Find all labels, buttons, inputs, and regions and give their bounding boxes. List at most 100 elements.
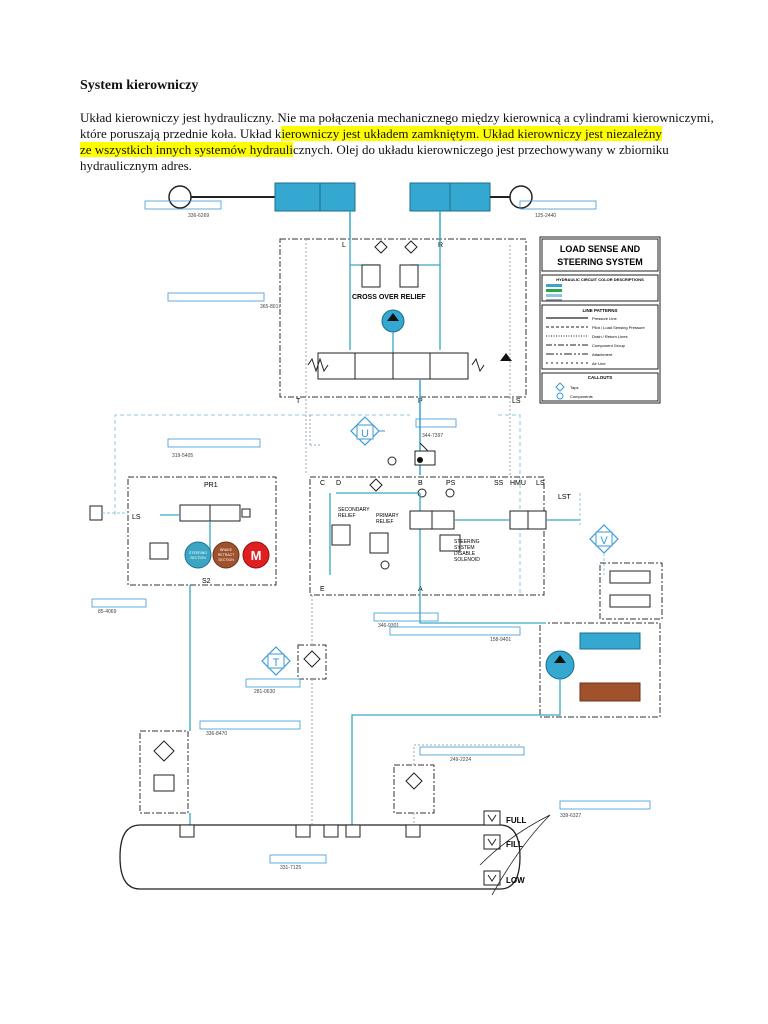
level-sensor-fill: FILL: [483, 834, 523, 850]
secondary-relief-label: SECONDARY: [338, 507, 370, 513]
disable-solenoid-label-4: SOLENOID: [454, 557, 480, 563]
port-hmu-label: HMU: [510, 480, 526, 487]
svg-text:Pilot / Load Sensing Pressure: Pilot / Load Sensing Pressure: [592, 325, 645, 330]
part-number: 346-9301: [378, 623, 399, 629]
hydraulic-tank: [119, 824, 521, 890]
port-ls-label: LS: [512, 398, 521, 405]
svg-text:STEERING: STEERING: [189, 551, 207, 555]
port-ls2-label: LS: [536, 480, 545, 487]
port-ss-label: SS: [494, 480, 504, 487]
part-tag: [167, 292, 265, 302]
part-number: 158-9401: [490, 637, 511, 643]
svg-text:Pressure Line: Pressure Line: [592, 316, 617, 321]
svg-text:V: V: [600, 535, 608, 547]
part-number: 249-2224: [450, 757, 471, 763]
paragraph-text-2: cznych. Olej do układu kierowniczego jes…: [80, 142, 669, 173]
cross-over-relief-label: CROSS OVER RELIEF: [352, 294, 426, 301]
port-lst-label: LST: [558, 494, 572, 501]
legend-title-2: STEERING SYSTEM: [557, 257, 643, 267]
secondary-relief-valve: [331, 524, 351, 546]
pump-spring-chamber: [579, 682, 641, 702]
part-tag: [559, 800, 651, 810]
steering-section-pump: [184, 541, 212, 569]
svg-text:BRAKE: BRAKE: [220, 548, 233, 552]
part-number: 85-4069: [98, 609, 117, 615]
part-tag: [245, 678, 301, 688]
s2-label: S2: [202, 578, 211, 585]
right-steering-cylinder: [409, 182, 533, 212]
svg-text:FULL: FULL: [506, 816, 527, 825]
legend-panel: LOAD SENSE AND STEERING SYSTEM HYDRAULIC…: [539, 236, 661, 404]
port-c-label: C: [320, 480, 325, 487]
svg-text:Attachment: Attachment: [592, 352, 613, 357]
part-number: 281-0630: [254, 689, 275, 695]
suction-filter-group: [139, 730, 189, 814]
ls-left-label: LS: [132, 514, 141, 521]
part-tag: [199, 720, 301, 730]
svg-text:FILL: FILL: [506, 840, 523, 849]
electric-motor: [242, 541, 270, 569]
crossover-relief-group: [279, 238, 527, 398]
part-number: 336-8470: [206, 731, 227, 737]
svg-text:SECTION: SECTION: [190, 556, 206, 560]
svg-text:LOW: LOW: [506, 876, 525, 885]
svg-text:Drain / Return Lines: Drain / Return Lines: [592, 334, 628, 339]
primary-relief-label-2: RELIEF: [376, 519, 394, 525]
part-tag: [419, 746, 525, 756]
part-number: 365-8017: [260, 304, 281, 310]
part-number: 331-7125: [280, 865, 301, 871]
svg-text:M: M: [251, 548, 262, 563]
port-b-label: B: [418, 480, 423, 487]
part-number: 319-5405: [172, 453, 193, 459]
level-sensor-low: LOW: [483, 870, 525, 886]
svg-text:T: T: [273, 657, 280, 669]
part-tag: [167, 438, 261, 448]
svg-text:Components: Components: [570, 394, 593, 399]
secondary-relief-label-2: RELIEF: [338, 513, 356, 519]
part-tag: [415, 418, 457, 428]
part-tag: [389, 626, 521, 636]
part-tag: [144, 200, 222, 210]
legend-title-1: LOAD SENSE AND: [560, 244, 641, 254]
line-patterns-title: LINE PATTERNS: [582, 308, 617, 313]
pump-control-group: [539, 622, 661, 718]
part-number: 344-7397: [422, 433, 443, 439]
check-valve-box: [149, 542, 169, 560]
port-d-label: D: [336, 480, 341, 487]
pump-compensator-cylinder: [579, 632, 641, 650]
part-tag: [91, 598, 147, 608]
part-tag: [519, 200, 597, 210]
primary-relief-valve: [369, 532, 389, 554]
brake-retract-section-pump: [212, 541, 240, 569]
svg-text:Air Line: Air Line: [592, 361, 606, 366]
svg-text:U: U: [361, 428, 369, 440]
paragraph-text-1: Układ kierowniczy jest hydrauliczny. Nie…: [80, 110, 714, 141]
part-tag: [373, 612, 439, 622]
level-sensor-full: FULL: [483, 810, 527, 826]
hydraulic-schematic: 336-6269 125-2440 L R CROSS OVER RELIEF …: [89, 182, 663, 895]
callouts-title: CALLOUTS: [588, 375, 613, 380]
svg-text:SECTION: SECTION: [218, 558, 234, 562]
disable-solenoid-valve: [439, 534, 461, 552]
pr1-label: PR1: [204, 482, 218, 489]
main-control-valve-group: [309, 476, 545, 596]
port-e-label: E: [320, 586, 325, 593]
port-t-label: T: [296, 398, 301, 405]
part-number: 336-6269: [188, 213, 209, 219]
description-paragraph: Układ kierowniczy jest hydrauliczny. Nie…: [80, 110, 720, 174]
port-ps-label: PS: [446, 480, 456, 487]
paragraph-highlight-1: ierowniczy jest układem zamkniętym. Ukła…: [281, 126, 662, 141]
part-tag: [269, 854, 327, 864]
svg-text:Component Group: Component Group: [592, 343, 626, 348]
part-number: 339-6327: [560, 813, 581, 819]
svg-text:Taps: Taps: [570, 385, 578, 390]
color-desc-title: HYDRAULIC CIRCUIT COLOR DESCRIPTIONS: [556, 277, 644, 282]
tap-u-callout: U: [350, 416, 380, 446]
load-sensing-control-group: [599, 562, 663, 620]
part-number: 125-2440: [535, 213, 556, 219]
disable-solenoid-label-2: SYSTEM: [454, 545, 475, 551]
relief-valve-left: [361, 264, 381, 288]
tap-t-callout: T: [261, 646, 291, 676]
tap-v-callout: V: [589, 524, 619, 554]
port-l-label: L: [342, 242, 346, 249]
